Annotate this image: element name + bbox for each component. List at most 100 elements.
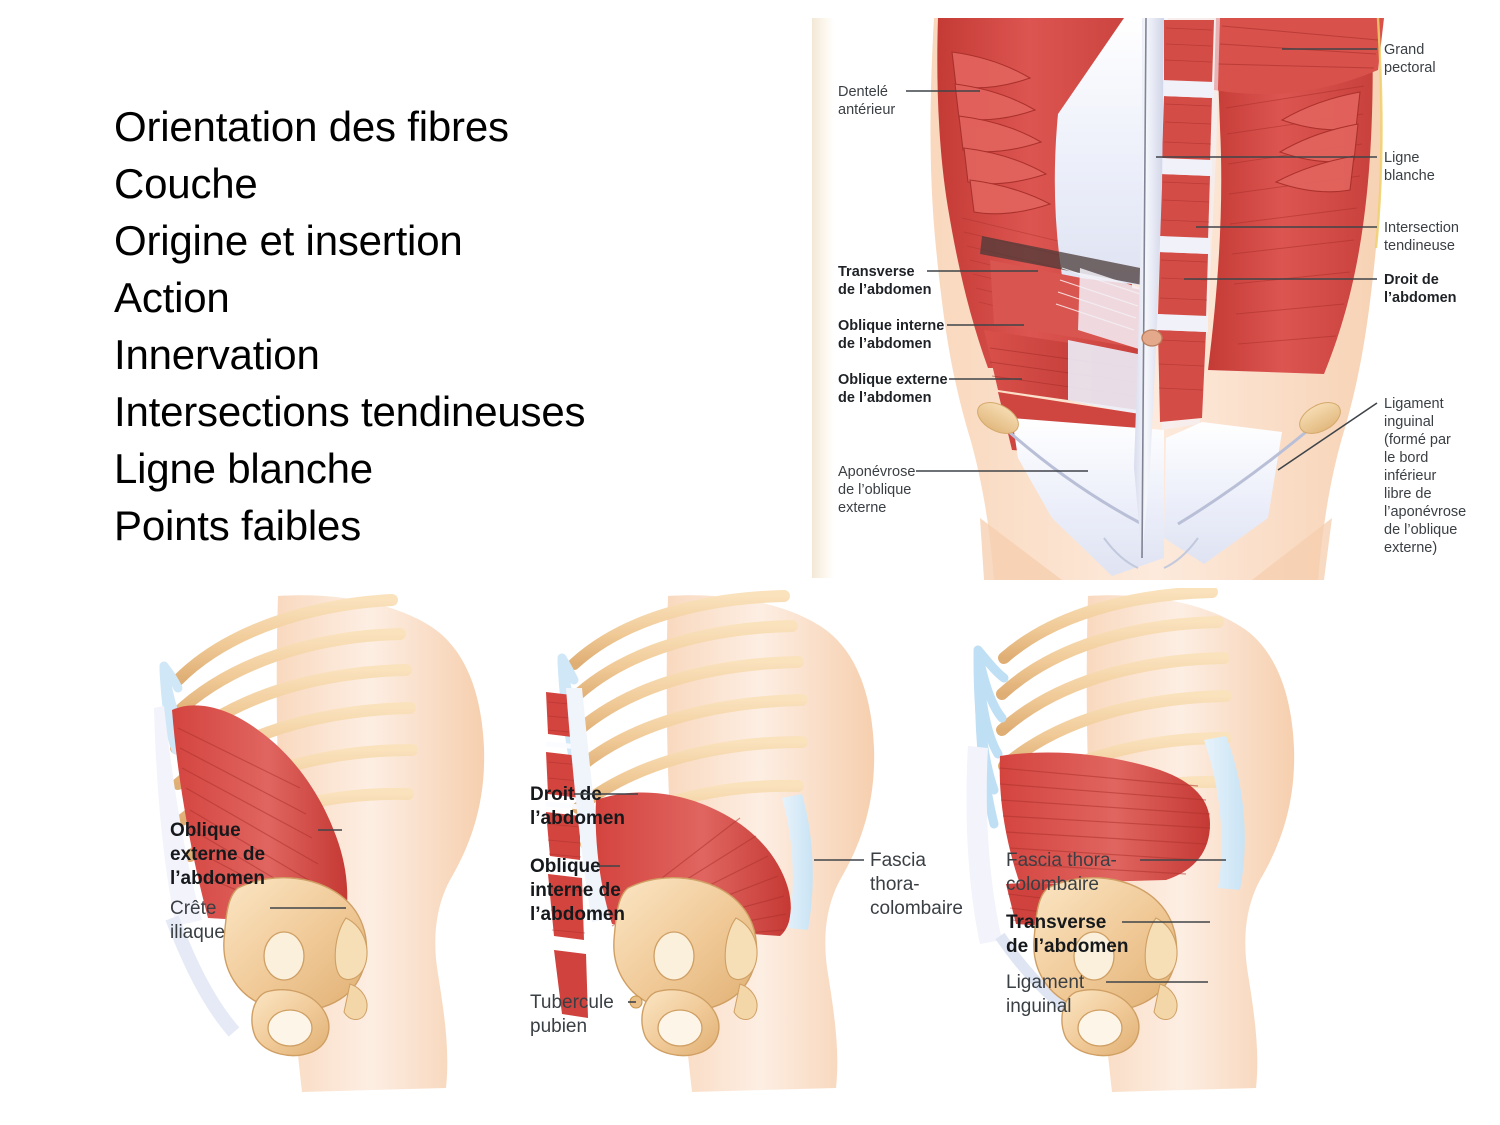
lateral-2-label-oblique-interne: Oblique interne de l’abdomen [530, 856, 625, 925]
anterior-superior-iliac-spine-right [1299, 402, 1341, 434]
svg-text:interne de: interne de [530, 880, 621, 901]
lateral-view-internal-oblique [545, 590, 875, 1092]
svg-text:Droit de: Droit de [1384, 272, 1439, 288]
svg-text:Oblique: Oblique [530, 856, 601, 877]
svg-text:pubien: pubien [530, 1016, 587, 1037]
external-oblique-aponeurosis-1 [154, 706, 202, 926]
anterior-superior-iliac-spine-left [977, 402, 1019, 434]
svg-text:de l’abdomen: de l’abdomen [838, 390, 931, 406]
outline-item-3: Origine et insertion [114, 217, 463, 264]
svg-text:Intersection: Intersection [1384, 220, 1459, 236]
svg-text:pectoral: pectoral [1384, 60, 1436, 76]
svg-text:Fascia: Fascia [870, 850, 926, 871]
svg-text:inguinal: inguinal [1384, 414, 1434, 430]
svg-text:tendineuse: tendineuse [1384, 238, 1455, 254]
outline-item-5: Innervation [114, 331, 320, 378]
svg-text:Fascia thora-: Fascia thora- [1006, 850, 1117, 871]
anterior-label-droit-abdomen: Droit de l’abdomen [1184, 272, 1457, 306]
svg-text:iliaque: iliaque [170, 922, 225, 943]
svg-text:Crête: Crête [170, 898, 216, 919]
svg-text:colombaire: colombaire [1006, 874, 1099, 895]
transversus-striations-3 [999, 767, 1211, 875]
svg-text:inférieur: inférieur [1384, 468, 1437, 484]
thigh-left-shading [980, 518, 1062, 580]
svg-text:l’abdomen: l’abdomen [530, 904, 625, 925]
pelvis-2 [613, 877, 758, 1057]
pelvis-3 [1033, 877, 1178, 1057]
external-oblique-muscle-1 [172, 705, 348, 926]
lateral-1-label-crete-iliaque: Crête iliaque [170, 898, 225, 943]
svg-text:externe de: externe de [170, 844, 265, 865]
svg-text:Transverse: Transverse [1006, 912, 1106, 933]
anterior-label-ligne-blanche: Ligne blanche [1156, 150, 1435, 184]
anterior-label-grand-pectoral: Grand pectoral [1282, 42, 1436, 76]
svg-text:l’abdomen: l’abdomen [1384, 290, 1457, 306]
aponeurosis-external-oblique-lower [1012, 418, 1164, 576]
anterior-figure-svg: Dentelé antérieur Transverse de l’abdome… [812, 18, 1500, 580]
rectus-abdominis-right [1158, 20, 1214, 422]
anterior-label-intersection-tendineuse: Intersection tendineuse [1196, 220, 1459, 254]
tendinous-intersections [1157, 80, 1214, 332]
linea-alba-midline [1141, 18, 1147, 559]
anterior-label-transverse-abdomen: Transverse de l’abdomen [838, 264, 1038, 298]
umbilicus [1141, 329, 1163, 347]
svg-text:Aponévrose: Aponévrose [838, 464, 915, 480]
page-edge-strip [812, 18, 834, 578]
svg-text:l’abdomen: l’abdomen [530, 808, 625, 829]
outline-item-6: Intersections tendineuses [114, 388, 586, 435]
anterior-label-dentele-anterieur: Dentelé antérieur [838, 84, 980, 118]
svg-text:externe): externe) [1384, 540, 1437, 556]
svg-text:Oblique interne: Oblique interne [838, 318, 944, 334]
svg-text:thora-: thora- [870, 874, 920, 895]
svg-text:le bord: le bord [1384, 450, 1428, 466]
anterior-label-oblique-interne: Oblique interne de l’abdomen [838, 318, 1024, 352]
anterior-abdominal-wall-figure: Dentelé antérieur Transverse de l’abdome… [812, 18, 1500, 580]
svg-text:l’abdomen: l’abdomen [170, 868, 265, 889]
svg-text:inguinal: inguinal [1006, 996, 1072, 1017]
svg-text:blanche: blanche [1384, 168, 1435, 184]
fascia-highlight [1374, 18, 1383, 249]
transversus-aponeurosis [1078, 268, 1146, 350]
lateral-views-figure: Oblique externe de l’abdomen Crête iliaq… [150, 588, 1480, 1113]
inguinal-aponeurosis-1 [165, 915, 240, 1037]
svg-text:Oblique: Oblique [170, 820, 241, 841]
thoracolumbar-fascia-2 [782, 794, 813, 930]
svg-text:colombaire: colombaire [870, 898, 963, 919]
svg-text:libre de: libre de [1384, 486, 1432, 502]
outline-text-block: Orientation des fibres Couche Origine et… [114, 98, 774, 554]
serratus-anterior-digitations-right [1274, 91, 1361, 193]
lateral-2-label-fascia-thoracolombaire: Fascia thora- colombaire [814, 850, 963, 919]
lateral-view-transversus [966, 588, 1295, 1092]
cut-edge-shadow [980, 236, 1150, 286]
svg-text:l’aponévrose: l’aponévrose [1384, 504, 1466, 520]
inguinal-ligament-right [1177, 420, 1319, 526]
svg-text:(formé par: (formé par [1384, 432, 1451, 448]
thigh-right-shading [1252, 518, 1332, 580]
svg-text:de l’abdomen: de l’abdomen [1006, 936, 1128, 957]
anterior-torso-illustration [930, 18, 1384, 580]
svg-text:de l’abdomen: de l’abdomen [838, 336, 931, 352]
outline-item-8: Points faibles [114, 502, 362, 549]
svg-text:Grand: Grand [1384, 42, 1424, 58]
svg-text:de l’oblique: de l’oblique [1384, 522, 1457, 538]
lateral-2-label-tubercule-pubien: Tubercule pubien [530, 992, 636, 1037]
lateral-3-label-ligament-inguinal: Ligament inguinal [1006, 972, 1208, 1017]
anterior-label-ligament-inguinal: Ligament inguinal (formé par le bord inf… [1277, 396, 1466, 556]
outline-item-7: Ligne blanche [114, 445, 373, 492]
inguinal-ligament-left [996, 420, 1143, 526]
svg-text:Droit de: Droit de [530, 784, 602, 805]
svg-text:Tubercule: Tubercule [530, 992, 614, 1013]
superficial-inguinal-ring-right [1163, 537, 1199, 569]
svg-text:Oblique externe: Oblique externe [838, 372, 948, 388]
lateral-1-label-oblique-externe: Oblique externe de l’abdomen [170, 820, 265, 889]
superficial-inguinal-ring-left [1103, 537, 1139, 569]
svg-text:antérieur: antérieur [838, 102, 895, 118]
outline-item-4: Action [114, 274, 230, 321]
anterior-label-aponevrose-oblique-externe: Aponévrose de l’oblique externe [838, 464, 1088, 516]
pectoralis-striations [1217, 25, 1379, 69]
svg-text:Dentelé: Dentelé [838, 84, 888, 100]
transversus-aponeurosis-3 [966, 746, 1002, 944]
lateral-2-label-droit-abdomen: Droit de l’abdomen [530, 784, 638, 829]
lateral-3-label-fascia-thoracolombaire: Fascia thora- colombaire [1006, 850, 1226, 895]
svg-text:externe: externe [838, 500, 886, 516]
